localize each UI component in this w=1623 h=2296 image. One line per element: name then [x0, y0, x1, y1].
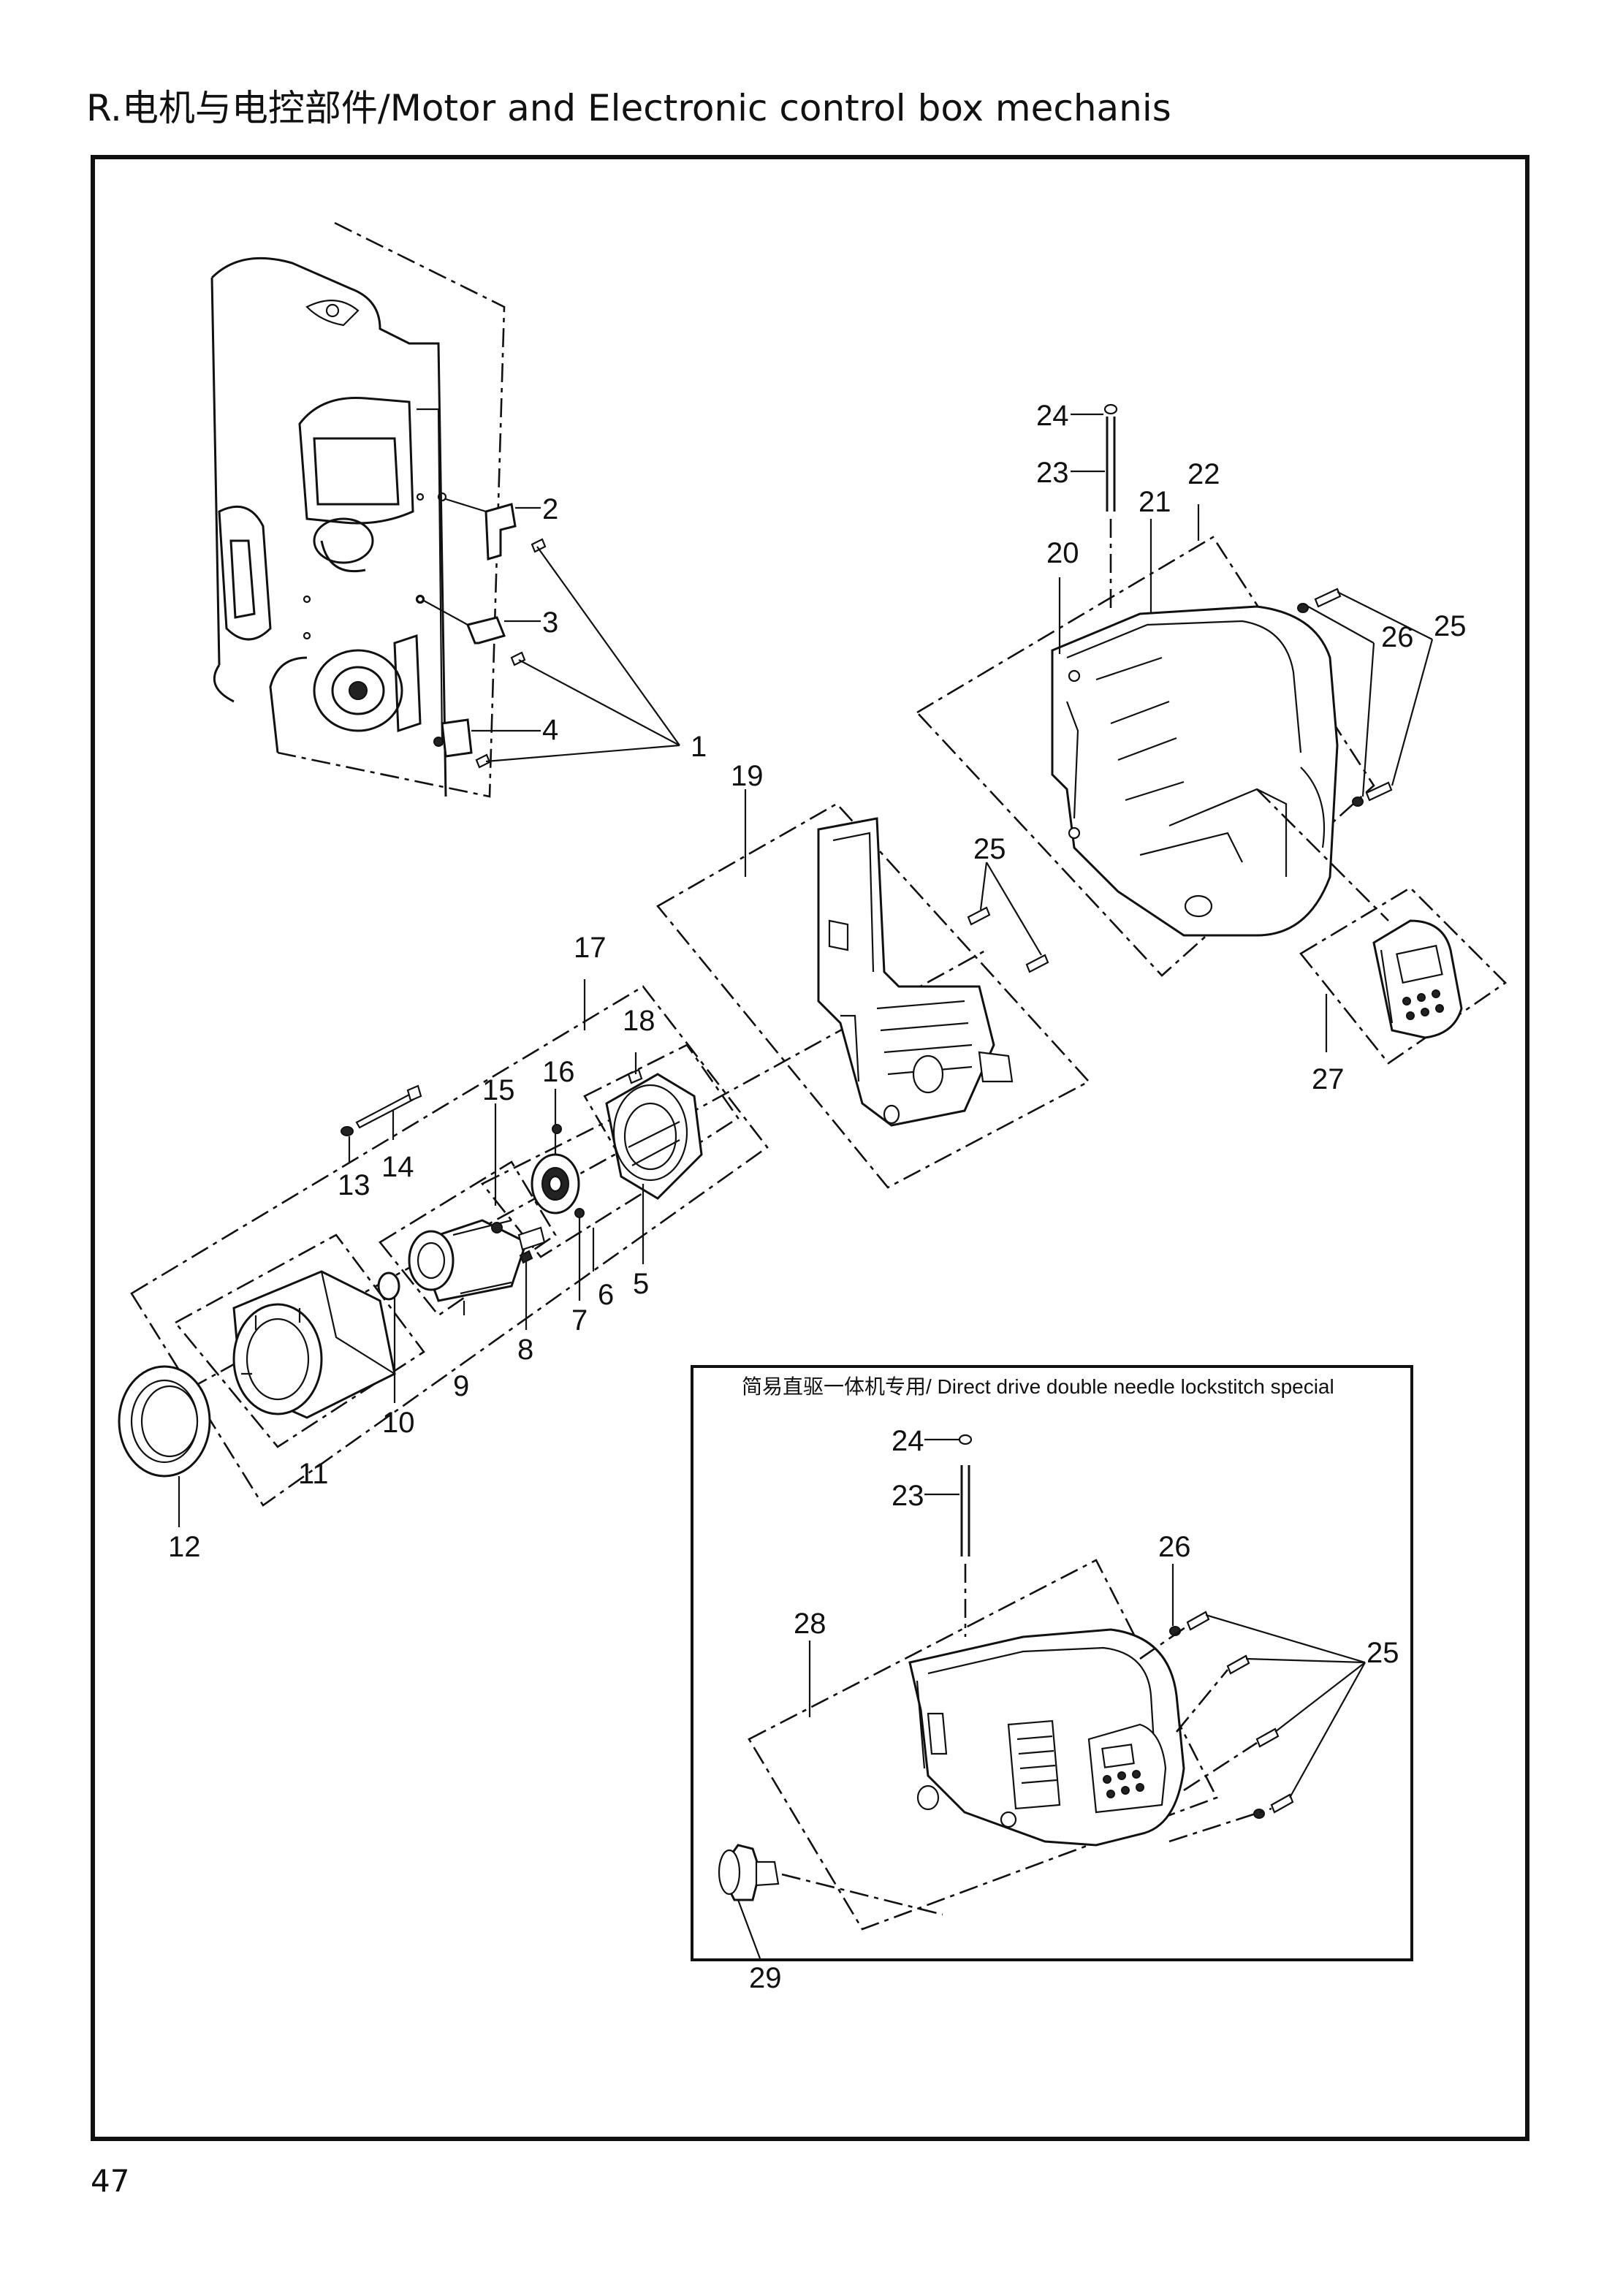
- callout-4: 4: [542, 714, 558, 746]
- long-bolt-14: [341, 1084, 422, 1162]
- page-title: R.电机与电控部件/Motor and Electronic control b…: [86, 87, 1171, 129]
- callout-19: 19: [731, 760, 764, 792]
- wire-clamp-4: [433, 718, 541, 758]
- callout-18: 18: [623, 1005, 655, 1037]
- washer-7: [574, 1208, 585, 1301]
- rear-cover-5: [605, 1073, 703, 1264]
- callout-13: 13: [338, 1169, 370, 1201]
- callout-1: 1: [691, 731, 707, 763]
- callout-5: 5: [633, 1268, 649, 1300]
- motor-assembly: [118, 949, 987, 1527]
- callout-16: 16: [542, 1056, 575, 1088]
- motor-housing-11: [232, 1270, 396, 1419]
- callout-25-right: 25: [1434, 610, 1467, 642]
- bolt-15: [491, 1103, 503, 1233]
- inset-callout-24: 24: [892, 1425, 924, 1457]
- callout-2: 2: [542, 493, 558, 525]
- callout-10: 10: [382, 1407, 415, 1439]
- inset-callout-23: 23: [892, 1480, 924, 1512]
- encoder-disk-16: [531, 1089, 595, 1271]
- wire-clamp-3: [415, 594, 541, 645]
- callout-20: 20: [1046, 537, 1079, 569]
- callout-21: 21: [1139, 486, 1171, 518]
- callout-17: 17: [574, 932, 607, 964]
- callout-8: 8: [517, 1334, 533, 1366]
- callout-6: 6: [598, 1279, 614, 1311]
- key-8: [519, 1250, 533, 1330]
- callout-26: 26: [1381, 621, 1414, 653]
- rotor-9: [408, 1219, 546, 1315]
- machine-body-casting: [210, 221, 506, 798]
- control-box-assembly-19: [656, 789, 1091, 1189]
- screws-1: [475, 538, 680, 769]
- callout-27: 27: [1312, 1063, 1345, 1095]
- front-cover-ring-12: [118, 1365, 211, 1527]
- washer-10: [377, 1271, 400, 1403]
- wire-clamp-2: [437, 492, 541, 560]
- inset-title: 简易直驱一体机专用/ Direct drive double needle lo…: [742, 1375, 1334, 1398]
- callout-9: 9: [453, 1370, 469, 1402]
- callout-24: 24: [1036, 400, 1069, 432]
- callout-14: 14: [381, 1151, 414, 1183]
- operation-panel-27: [1256, 788, 1508, 1065]
- callout-12: 12: [168, 1531, 201, 1563]
- callout-3: 3: [542, 607, 558, 639]
- page-number: 47: [91, 2163, 130, 2199]
- control-box-cover-22: [915, 403, 1434, 977]
- inset-panel: [691, 1365, 1413, 1961]
- inset-callout-29: 29: [749, 1962, 782, 1994]
- callout-23: 23: [1036, 457, 1069, 489]
- diagram-frame: [91, 155, 1529, 2141]
- callout-7: 7: [571, 1304, 588, 1337]
- callout-25-center: 25: [973, 833, 1006, 865]
- callout-11: 11: [298, 1458, 329, 1490]
- screw-18: [627, 1052, 643, 1084]
- inset-callout-25: 25: [1367, 1637, 1399, 1669]
- inset-callout-28: 28: [794, 1608, 826, 1640]
- callout-22: 22: [1187, 458, 1220, 490]
- inset-callout-26: 26: [1158, 1531, 1191, 1563]
- callout-15: 15: [482, 1074, 515, 1106]
